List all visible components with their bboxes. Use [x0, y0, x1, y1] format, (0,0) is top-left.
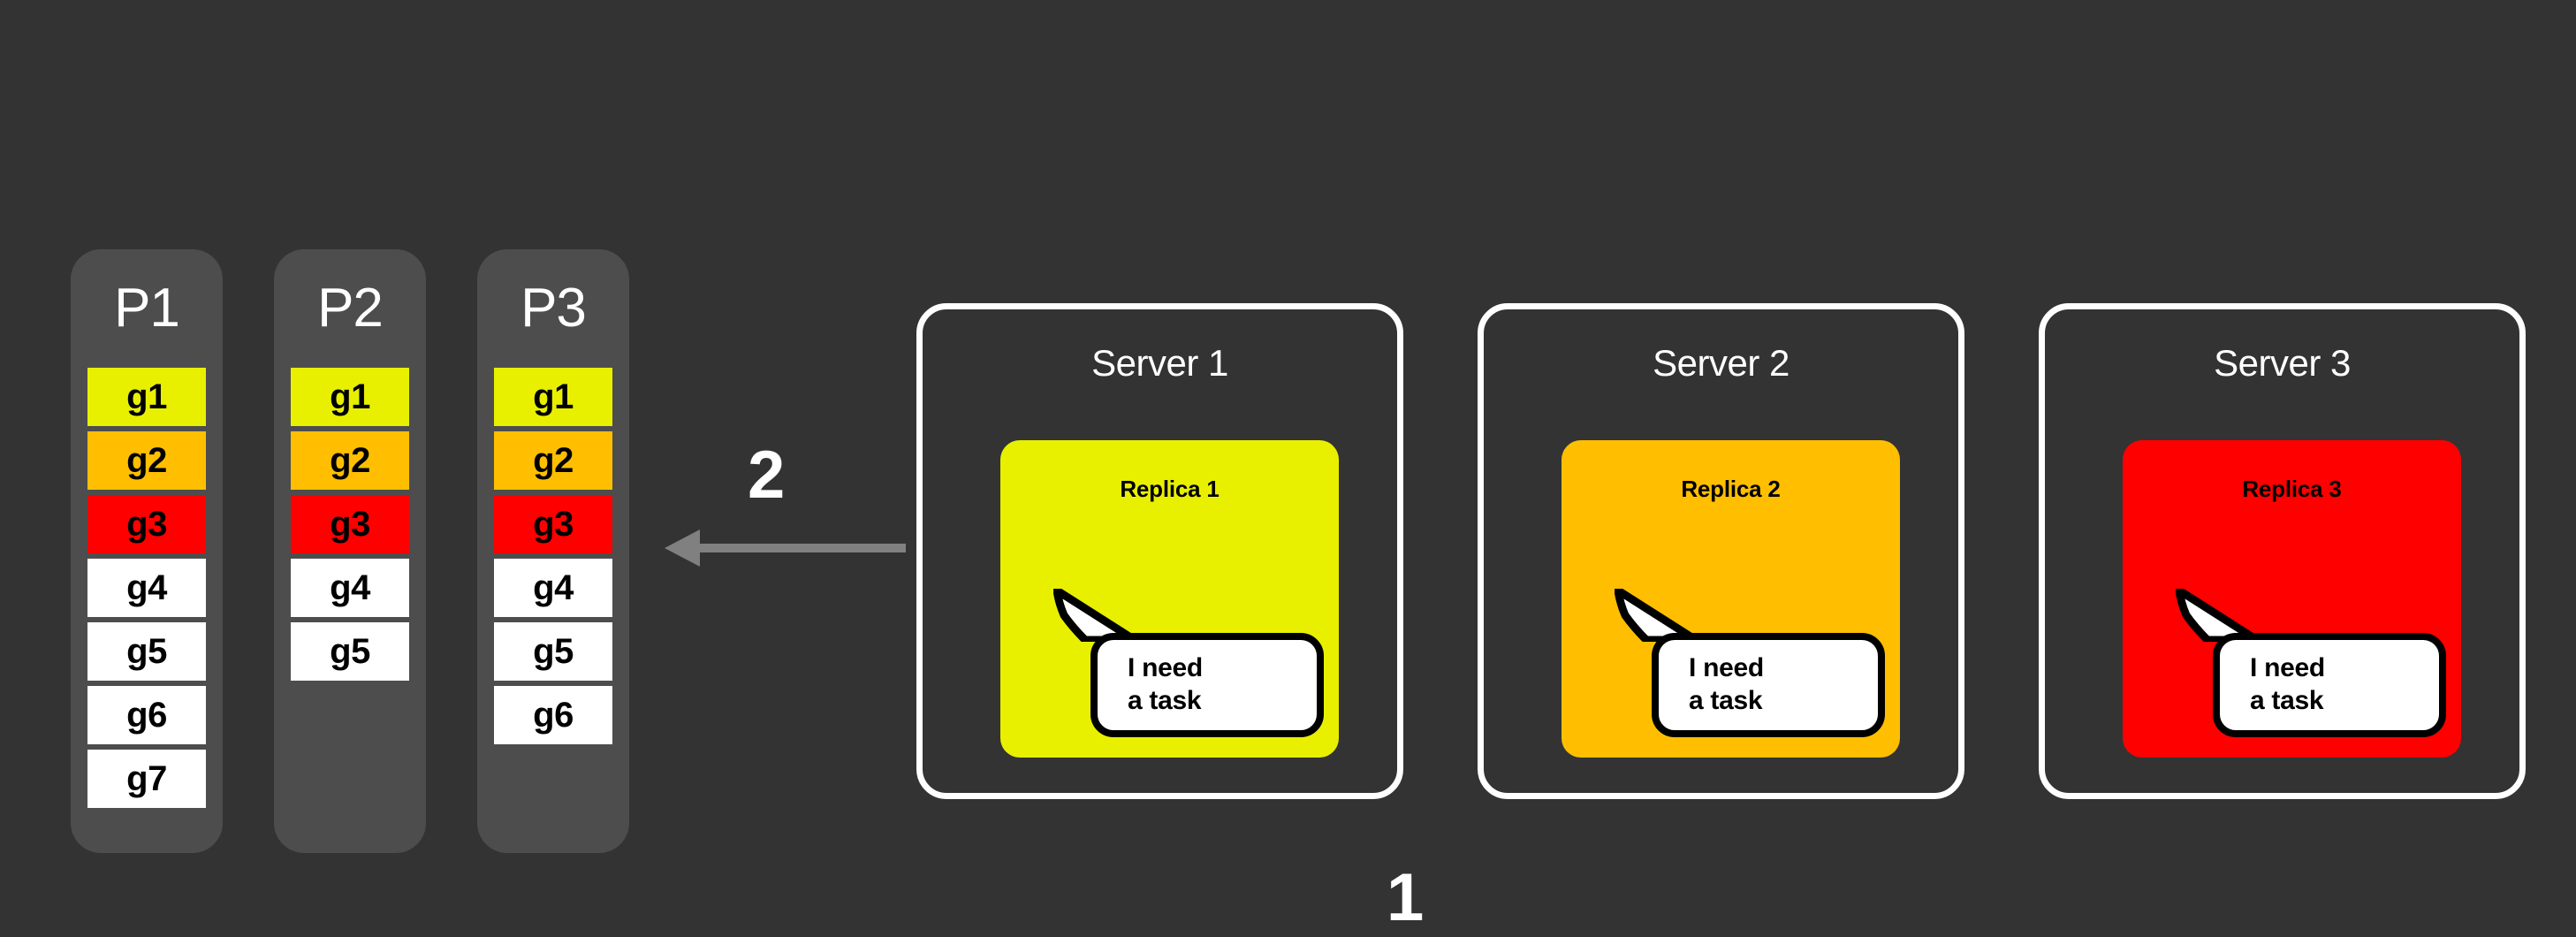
partition-column-p3: P3 g1 g2 g3 g4 g5 g6: [477, 249, 629, 853]
assignment-arrow-group: 2: [665, 438, 906, 592]
speech-bubble-line-2: a task: [1689, 686, 1763, 715]
speech-bubble-tail-icon: [2176, 589, 2261, 642]
partition-column-p2: P2 g1 g2 g3 g4 g5: [274, 249, 426, 853]
task-item[interactable]: g4: [291, 559, 409, 617]
task-item[interactable]: g1: [87, 368, 206, 426]
partition-title-p3: P3: [521, 278, 587, 339]
partition-queue-group: P1 g1 g2 g3 g4 g5 g6 g7 P2 g1 g2 g3 g4 g…: [71, 249, 629, 853]
task-item[interactable]: g1: [494, 368, 612, 426]
task-item[interactable]: g2: [494, 431, 612, 490]
arrow-shaft-icon: [698, 544, 906, 552]
replica-label: Replica 3: [2242, 476, 2342, 502]
task-item[interactable]: g3: [87, 495, 206, 553]
speech-bubble: I need a task: [1090, 633, 1324, 737]
task-item[interactable]: g3: [494, 495, 612, 553]
task-item[interactable]: g4: [494, 559, 612, 617]
server-box-2: Server 2 Replica 2 I need a task: [1478, 303, 1964, 799]
speech-bubble-tail-icon: [1053, 589, 1138, 642]
speech-bubble: I need a task: [1652, 633, 1885, 737]
replica-label: Replica 2: [1681, 476, 1781, 502]
speech-bubble-tail-icon: [1615, 589, 1699, 642]
task-list-p1: g1 g2 g3 g4 g5 g6 g7: [87, 368, 206, 808]
step-one-label: 1: [1387, 860, 1425, 935]
task-item[interactable]: g3: [291, 495, 409, 553]
speech-bubble: I need a task: [2213, 633, 2446, 737]
speech-bubble-line-2: a task: [1128, 686, 1202, 715]
server-title: Server 3: [2214, 342, 2351, 384]
server-box-3: Server 3 Replica 3 I need a task: [2039, 303, 2526, 799]
task-item[interactable]: g6: [87, 686, 206, 744]
speech-bubble-line-1: I need: [1128, 653, 1203, 683]
task-item[interactable]: g5: [291, 622, 409, 681]
speech-bubble-line-1: I need: [1689, 653, 1764, 683]
partition-title-p1: P1: [114, 278, 180, 339]
server-title: Server 1: [1091, 342, 1228, 384]
server-group: Server 1 Replica 1 I need a task Server …: [916, 303, 2526, 799]
task-list-p3: g1 g2 g3 g4 g5 g6: [494, 368, 612, 744]
task-list-p2: g1 g2 g3 g4 g5: [291, 368, 409, 681]
server-box-1: Server 1 Replica 1 I need a task: [916, 303, 1403, 799]
server-title: Server 2: [1653, 342, 1790, 384]
speech-bubble-line-1: I need: [2250, 653, 2325, 683]
step-two-label: 2: [748, 438, 786, 513]
task-item[interactable]: g2: [87, 431, 206, 490]
arrow-left-icon: [665, 529, 700, 567]
task-item[interactable]: g6: [494, 686, 612, 744]
task-item[interactable]: g5: [494, 622, 612, 681]
partition-title-p2: P2: [317, 278, 384, 339]
speech-bubble-line-2: a task: [2250, 686, 2324, 715]
task-item[interactable]: g7: [87, 750, 206, 808]
task-item[interactable]: g4: [87, 559, 206, 617]
partition-column-p1: P1 g1 g2 g3 g4 g5 g6 g7: [71, 249, 223, 853]
task-item[interactable]: g5: [87, 622, 206, 681]
replica-label: Replica 1: [1120, 476, 1220, 502]
task-item[interactable]: g2: [291, 431, 409, 490]
task-item[interactable]: g1: [291, 368, 409, 426]
